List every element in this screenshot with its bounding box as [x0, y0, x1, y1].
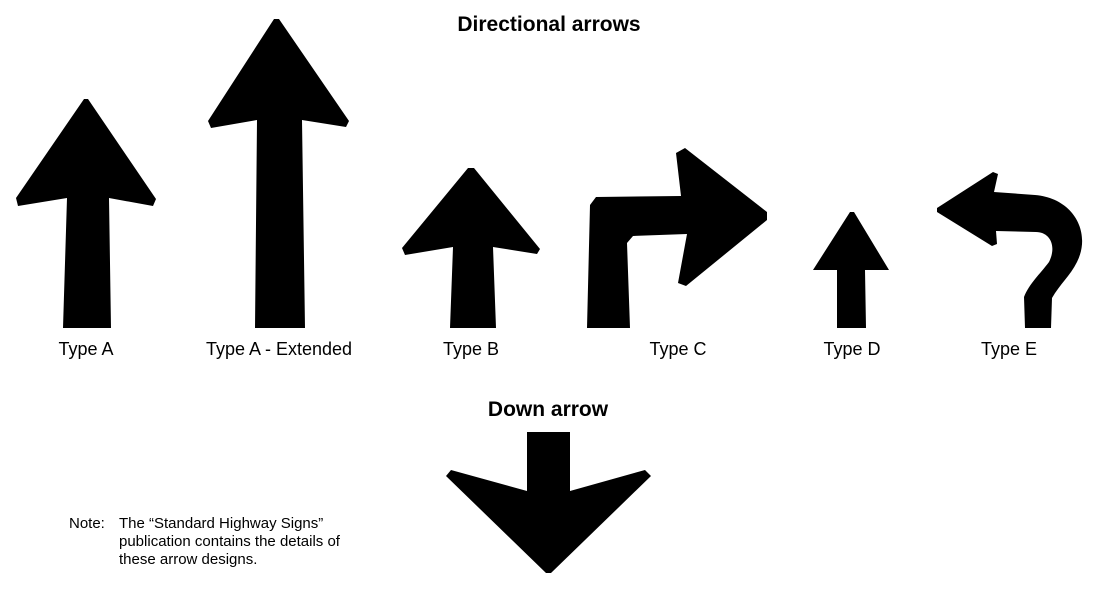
type-a-extended-label: Type A - Extended — [205, 339, 353, 359]
directional-arrows-heading: Directional arrows — [457, 13, 641, 36]
type-d-label: Type D — [823, 339, 881, 359]
note-prefix: Note: — [69, 515, 105, 532]
type-a-label: Type A — [58, 339, 114, 359]
type-c-label: Type C — [649, 339, 707, 359]
type-b-label: Type B — [442, 339, 500, 359]
type-e-label: Type E — [980, 339, 1038, 359]
note: Note: The “Standard Highway Signs” publi… — [69, 515, 359, 569]
note-text: The “Standard Highway Signs” publication… — [119, 515, 340, 568]
down-arrow-heading: Down arrow — [487, 398, 609, 421]
